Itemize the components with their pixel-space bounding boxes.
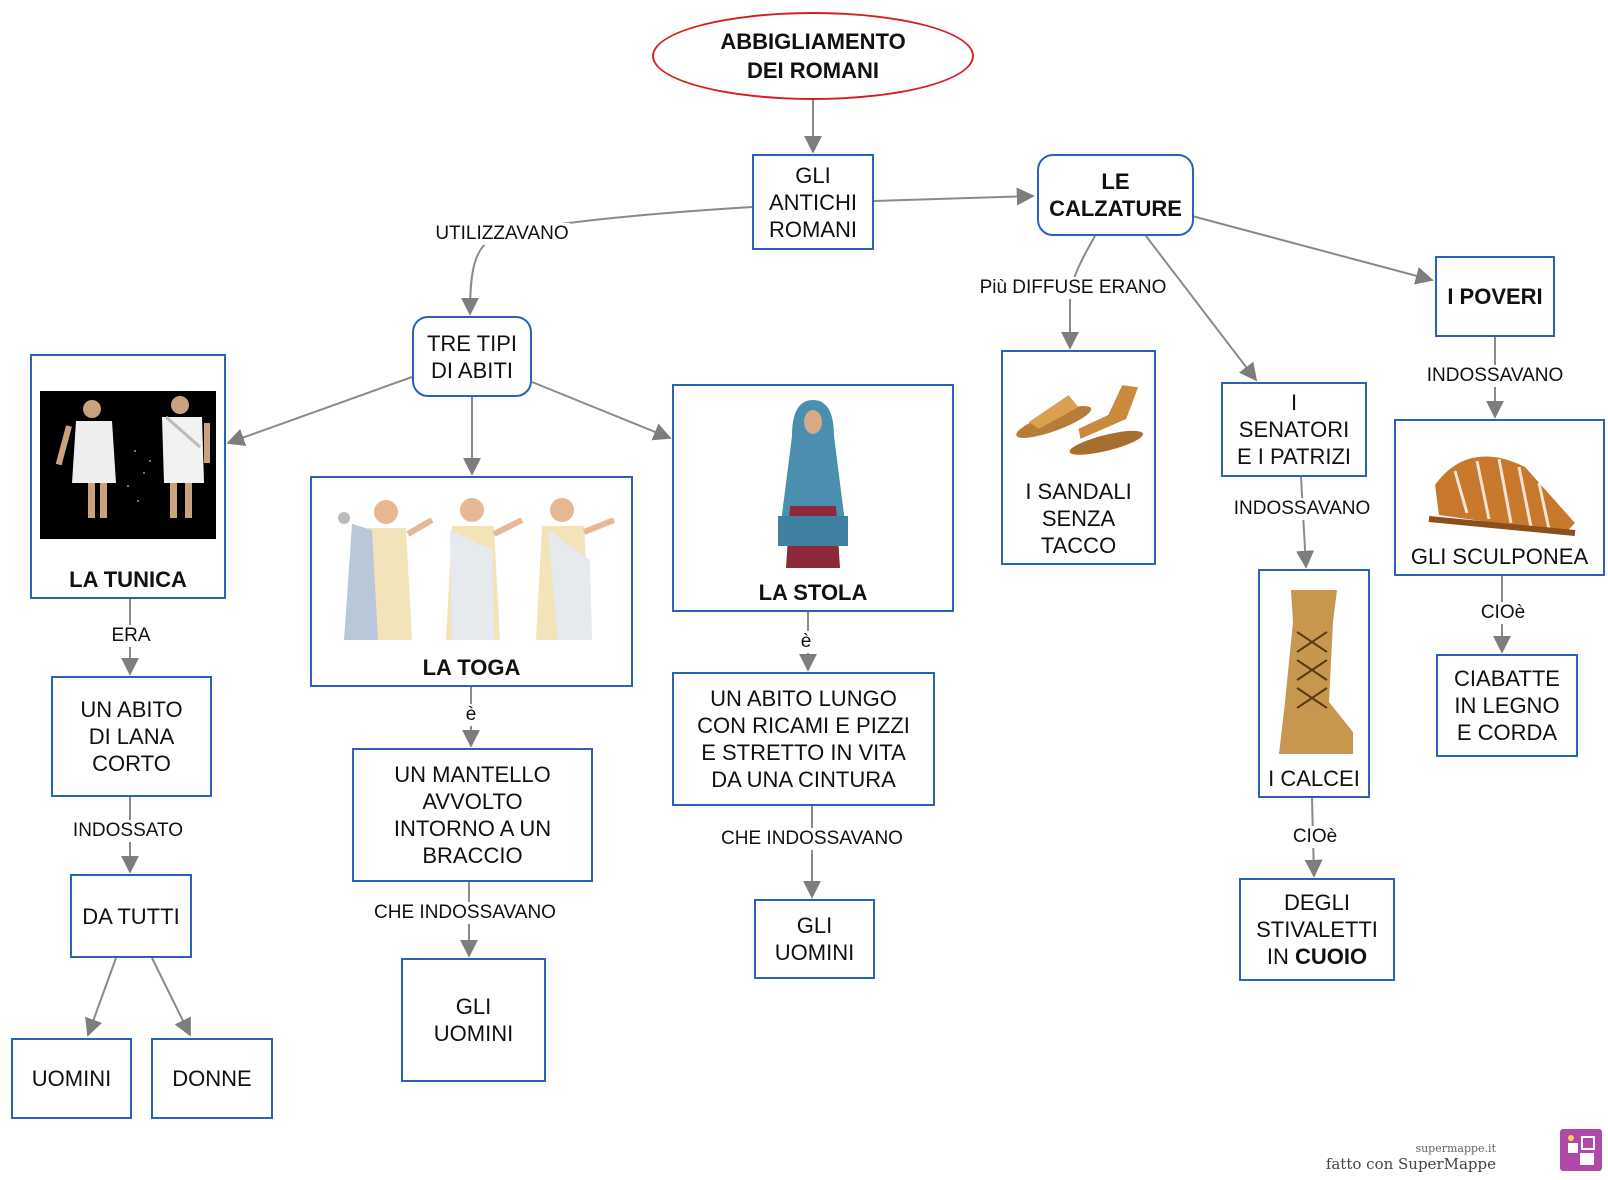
node-donne[interactable]: DONNE [151,1038,273,1119]
node-abito-lungo[interactable]: UN ABITO LUNGO CON RICAMI E PIZZI E STRE… [672,672,935,806]
node-antichi-romani[interactable]: GLI ANTICHI ROMANI [752,154,874,250]
edge-tretipi-tunica [226,376,413,447]
label-indossavano-poveri: INDOSSAVANO [1424,365,1566,387]
sandali-caption: I SANDALI SENZA TACCO [1025,479,1132,558]
node-ciabatte[interactable]: CIABATTE IN LEGNO E CORDA [1436,654,1578,757]
node-toga[interactable]: LA TOGA [310,476,633,687]
node-tre-tipi[interactable]: TRE TIPI DI ABITI [412,316,532,397]
supermappe-logo-icon [1560,1129,1602,1171]
footer-made-with: fatto con SuperMappe [1325,1155,1496,1173]
stola-image [680,392,946,580]
node-da-tutti[interactable]: DA TUTTI [70,874,192,958]
toga-caption: LA TOGA [422,655,521,680]
node-calcei[interactable]: I CALCEI [1258,569,1370,798]
stola-caption: LA STOLA [758,580,868,605]
node-tunica[interactable]: LA TUNICA [30,354,226,599]
tunica-caption: LA TUNICA [69,567,187,592]
calcei-caption: I CALCEI [1268,766,1360,791]
edge-datutti-uomini [85,957,117,1037]
node-senatori[interactable]: I SENATORI E I PATRIZI [1221,382,1367,477]
label-era: ERA [109,625,153,647]
label-e-stola: è [798,631,814,653]
sculponea-image [1402,427,1597,544]
node-gli-uomini-toga[interactable]: GLI UOMINI [401,958,546,1082]
node-calzature[interactable]: LE CALZATURE [1037,154,1194,236]
stivaletti-prefix: DEGLI STIVALETTI IN [1256,890,1378,969]
node-abito-lana[interactable]: UN ABITO DI LANA CORTO [51,676,212,797]
label-indossavano-senatori: INDOSSAVANO [1231,498,1373,520]
footer-site: supermappe.it [1415,1142,1496,1155]
sandali-image [1009,358,1148,478]
footer-credit: supermappe.it fatto con SuperMappe [1325,1142,1496,1174]
label-cioe-sculponea: CIOè [1478,602,1528,624]
edge-calzature-sandali [1061,235,1096,350]
node-stivaletti[interactable]: DEGLI STIVALETTI IN CUOIO [1239,878,1395,981]
label-cioe-calcei: CIOè [1290,826,1340,848]
label-che-indossavano-toga: CHE INDOSSAVANO [372,902,558,924]
edge-calzature-poveri [1191,215,1434,285]
label-indossato: INDOSSATO [70,820,186,842]
label-utilizzavano: UTILIZZAVANO [433,223,571,245]
calcei-image [1266,577,1362,766]
edge-calzature-senatori [1145,235,1258,382]
tunica-image [38,362,218,567]
node-stola[interactable]: LA STOLA [672,384,954,612]
node-gli-uomini-stola[interactable]: GLI UOMINI [754,899,875,979]
stivaletti-text: DEGLI STIVALETTI IN CUOIO [1256,889,1378,970]
label-e-toga: è [463,704,479,726]
edge-tretipi-stola [531,381,672,441]
stivaletti-bold: CUOIO [1295,944,1368,969]
edge-datutti-donne [151,957,191,1037]
edge-romani-calzature [873,187,1035,206]
toga-image [318,484,625,655]
node-poveri[interactable]: I POVERI [1435,256,1555,337]
node-sculponea[interactable]: GLI SCULPONEA [1394,419,1605,576]
label-che-indossavano-stola: CHE INDOSSAVANO [719,828,905,850]
node-sandali[interactable]: I SANDALI SENZA TACCO [1001,350,1156,565]
edge-senatori-calcei [1296,476,1315,569]
node-mantello[interactable]: UN MANTELLO AVVOLTO INTORNO A UN BRACCIO [352,748,593,882]
node-uomini[interactable]: UOMINI [11,1038,132,1119]
sculponea-caption: GLI SCULPONEA [1410,544,1589,569]
label-piu-diffuse: Più DIFFUSE ERANO [977,277,1169,299]
map-title: ABBIGLIAMENTO DEI ROMANI [652,12,974,100]
